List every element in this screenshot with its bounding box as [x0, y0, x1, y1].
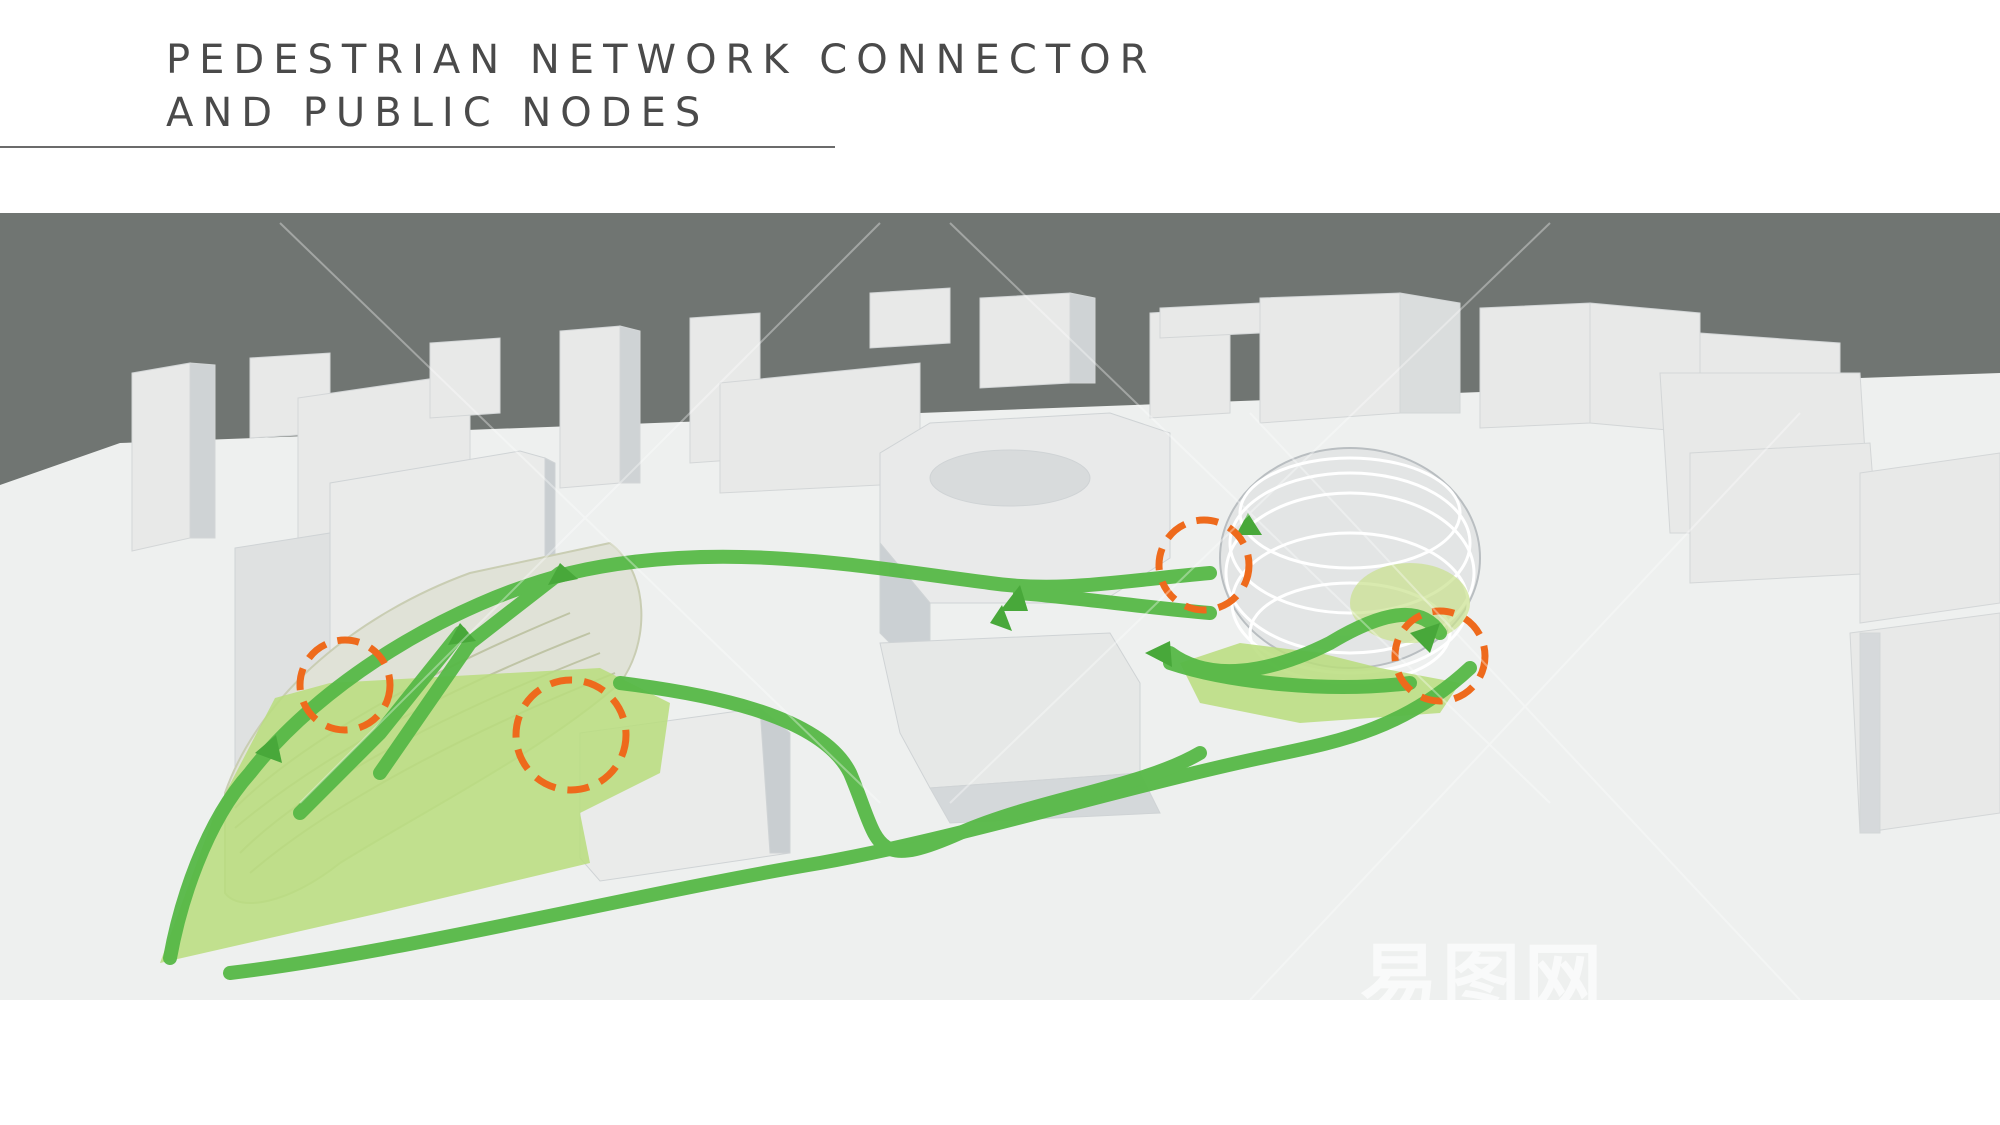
arrow-3 — [548, 563, 578, 585]
arrow-4 — [448, 623, 476, 645]
watermark-lines — [279, 222, 1801, 1000]
path-inner — [613, 676, 1207, 858]
title-divider — [0, 146, 835, 148]
arrow-6 — [1145, 641, 1172, 667]
arrow-1 — [1000, 585, 1028, 611]
arrow-2 — [990, 605, 1012, 631]
site-model-diagram — [0, 213, 2000, 1000]
title-line-2: AND PUBLIC NODES — [166, 90, 710, 136]
path-right-to-center — [1013, 586, 1217, 620]
zone-left — [160, 668, 670, 963]
path-right-lower — [1163, 656, 1417, 694]
node-4 — [1391, 607, 1489, 705]
arrow-7 — [1236, 513, 1262, 535]
node-1 — [296, 636, 394, 734]
arrow-8 — [1410, 623, 1440, 653]
title-line-1: PEDESTRIAN NETWORK CONNECTOR — [166, 37, 1157, 83]
arrow-5 — [255, 735, 282, 763]
node-3 — [1155, 516, 1253, 614]
node-2 — [512, 676, 630, 794]
public-nodes — [296, 516, 1489, 794]
central-building — [879, 412, 1171, 824]
path-up2 — [373, 566, 567, 780]
path-arrows — [255, 513, 1440, 763]
path-up1 — [293, 626, 467, 820]
watermark-brand: 易图网 — [1360, 936, 1607, 1026]
page-title: PEDESTRIAN NETWORK CONNECTOR AND PUBLIC … — [166, 34, 1156, 140]
